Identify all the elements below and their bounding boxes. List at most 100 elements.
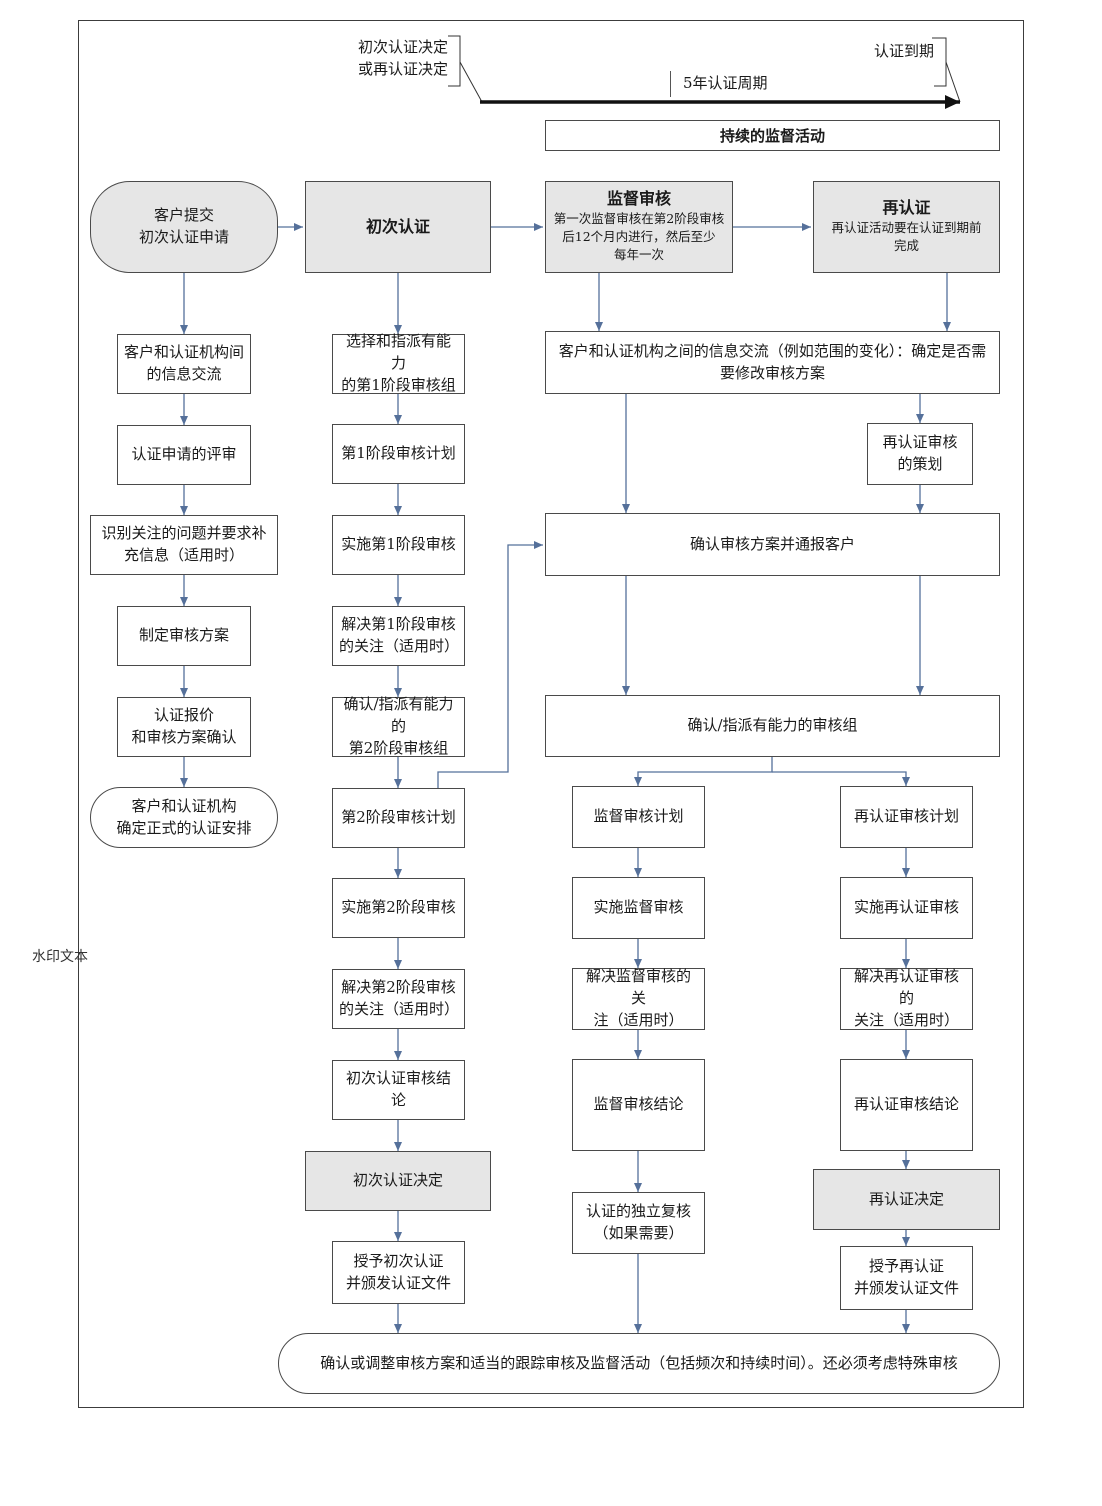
recert-planning: 再认证审核 的策划 xyxy=(867,423,973,485)
timeline-start-line-1: 初次认证决定 xyxy=(358,38,449,56)
diagram-frame xyxy=(78,20,1024,1408)
timeline-group xyxy=(448,35,961,109)
customer-submit-application: 客户提交 初次认证申请 xyxy=(90,181,278,273)
recert-grant-line-1: 授予再认证 xyxy=(868,1257,944,1276)
initial-certification-header: 初次认证 xyxy=(305,181,491,273)
surveillance-subtitle-1: 第一次监督审核在第2阶段审核 xyxy=(553,211,725,227)
initial-step-3-line-1: 实施第1阶段审核 xyxy=(341,535,456,554)
connector-lines xyxy=(180,223,951,1333)
customer-step-3-line-2: 充信息（适用时） xyxy=(123,546,244,564)
continuous-activity-bar: 持续的监督活动 xyxy=(545,120,1000,151)
initial-step-2-line-1: 第1阶段审核计划 xyxy=(341,444,456,463)
initial-step-4-line-1: 解决第1阶段审核 xyxy=(341,615,456,634)
formal-certification-arrangement: 客户和认证机构 确定正式的认证安排 xyxy=(90,787,278,848)
initial-step-5: 确认/指派有能力的 第2阶段审核组 xyxy=(332,695,465,757)
initial-step-8-line-2: 的关注（适用时） xyxy=(339,1000,460,1018)
initial-step-5-line-2: 第2阶段审核组 xyxy=(348,738,449,757)
recertification-decision: 再认证决定 xyxy=(813,1169,1000,1230)
initial-certification-decision: 初次认证决定 xyxy=(305,1151,491,1211)
initial-step-1-line-1: 选择和指派有能力 xyxy=(345,332,451,373)
recert-step-2: 实施再认证审核 xyxy=(840,877,973,939)
initial-step-8: 解决第2阶段审核 的关注（适用时） xyxy=(332,969,465,1029)
initial-step-4: 解决第1阶段审核 的关注（适用时） xyxy=(332,606,465,666)
timeline-start-label: 初次认证决定 或再认证决定 xyxy=(358,37,448,81)
establish-audit-program: 制定审核方案 xyxy=(117,606,251,666)
initial-step-9: 初次认证审核结论 xyxy=(332,1060,465,1120)
customer-info-exchange: 客户和认证机构间 的信息交流 xyxy=(117,334,251,394)
initial-step-4-line-2: 的关注（适用时） xyxy=(339,637,460,655)
customer-end-line-1: 客户和认证机构 xyxy=(131,796,237,815)
recert-planning-line-2: 的策划 xyxy=(897,455,943,473)
recert-decision-text: 再认证决定 xyxy=(868,1189,944,1208)
shared-info-line-2: 要修改审核方案 xyxy=(719,363,825,382)
surveillance-step-1: 监督审核计划 xyxy=(572,786,705,848)
timeline-end-slant xyxy=(945,61,961,103)
surveillance-step-2: 实施监督审核 xyxy=(572,877,705,939)
customer-step-1-line-2: 的信息交流 xyxy=(146,365,222,383)
surveillance-step-5: 认证的独立复核 （如果需要） xyxy=(572,1192,705,1254)
initial-step-7-line-1: 实施第2阶段审核 xyxy=(341,898,456,917)
assign-team-text: 确认/指派有能力的审核组 xyxy=(687,716,858,735)
timeline-end-label: 认证到期 xyxy=(874,42,935,60)
timeline-start-slant xyxy=(459,61,483,103)
confirm-program-text: 确认审核方案并通报客户 xyxy=(689,534,855,553)
customer-submit-line-2: 初次认证申请 xyxy=(138,228,229,246)
customer-step-4-line-1: 制定审核方案 xyxy=(138,626,229,645)
confirm-or-adjust-program: 确认或调整审核方案和适当的跟踪审核及监督活动（包括频次和持续时间）。还必须考虑特… xyxy=(278,1333,1000,1394)
surveillance-audit-header: 监督审核 第一次监督审核在第2阶段审核 后12个月内进行，然后至少 每年一次 xyxy=(545,181,733,273)
recert-planning-line-1: 再认证审核 xyxy=(882,433,958,452)
recert-step-2-line-1: 实施再认证审核 xyxy=(853,898,959,917)
initial-step-8-line-1: 解决第2阶段审核 xyxy=(341,978,456,997)
cycle-label: 5年认证周期 xyxy=(670,71,780,97)
customer-end-line-2: 确定正式的认证安排 xyxy=(116,818,252,837)
timeline-start-line-2: 或再认证决定 xyxy=(358,59,449,78)
shared-info-line-1: 客户和认证机构之间的信息交流（例如范围的变化）：确定是否需 xyxy=(558,341,987,360)
grant-initial-certification: 授予初次认证 并颁发认证文件 xyxy=(332,1241,465,1304)
watermark-text: 水印文本 xyxy=(32,949,88,965)
initial-certification-title: 初次认证 xyxy=(365,216,430,236)
initial-step-3: 实施第1阶段审核 xyxy=(332,515,465,575)
surveillance-subtitle-2: 后12个月内进行，然后至少 xyxy=(562,229,716,245)
recert-step-3: 解决再认证审核的 关注（适用时） xyxy=(840,967,973,1030)
surveillance-step-4-line-1: 监督审核结论 xyxy=(593,1095,684,1114)
assign-audit-team: 确认/指派有能力的审核组 xyxy=(545,695,1000,757)
recert-subtitle-1: 再认证活动要在认证到期前 xyxy=(831,220,982,236)
initial-decision-text: 初次认证决定 xyxy=(352,1171,443,1190)
initial-step-9-line-1: 初次认证审核结论 xyxy=(345,1069,451,1109)
quotation-and-program-confirm: 认证报价 和审核方案确认 xyxy=(117,697,251,757)
customer-step-5-line-2: 和审核方案确认 xyxy=(131,728,237,746)
customer-step-1-line-1: 客户和认证机构间 xyxy=(124,343,245,362)
grant-recertification: 授予再认证 并颁发认证文件 xyxy=(840,1246,973,1310)
surveillance-step-3: 解决监督审核的关 注（适用时） xyxy=(572,967,705,1030)
recert-grant-line-2: 并颁发认证文件 xyxy=(853,1279,959,1297)
application-review: 认证申请的评审 xyxy=(117,425,251,485)
surveillance-step-1-line-1: 监督审核计划 xyxy=(593,807,684,826)
recert-subtitle-2: 完成 xyxy=(893,238,919,254)
initial-step-1: 选择和指派有能力 的第1阶段审核组 xyxy=(332,332,465,394)
initial-step-6: 第2阶段审核计划 xyxy=(332,788,465,848)
surveillance-step-3-line-2: 注（适用时） xyxy=(593,1010,684,1029)
customer-step-5-line-1: 认证报价 xyxy=(153,706,214,725)
surveillance-step-2-line-1: 实施监督审核 xyxy=(593,898,684,917)
surveillance-title: 监督审核 xyxy=(606,189,671,209)
recert-step-4: 再认证审核结论 xyxy=(840,1059,973,1151)
identify-concerns: 识别关注的问题并要求补 充信息（适用时） xyxy=(90,515,278,575)
customer-submit-line-1: 客户提交 xyxy=(153,206,214,225)
initial-grant-line-2: 并颁发认证文件 xyxy=(345,1273,451,1292)
customer-step-2-line-1: 认证申请的评审 xyxy=(131,445,237,464)
initial-step-7: 实施第2阶段审核 xyxy=(332,878,465,938)
surveillance-step-3-line-1: 解决监督审核的关 xyxy=(585,967,691,1008)
initial-step-6-line-1: 第2阶段审核计划 xyxy=(341,808,456,827)
recert-step-1-line-1: 再认证审核计划 xyxy=(853,807,959,826)
recert-step-3-line-2: 关注（适用时） xyxy=(853,1010,959,1029)
final-text: 确认或调整审核方案和适当的跟踪审核及监督活动（包括频次和持续时间）。还必须考虑特… xyxy=(320,1353,958,1372)
recertification-header: 再认证 再认证活动要在认证到期前 完成 xyxy=(813,181,1000,273)
surveillance-step-5-line-1: 认证的独立复核 xyxy=(585,1202,691,1221)
initial-grant-line-1: 授予初次认证 xyxy=(353,1251,444,1270)
timeline-start-bracket xyxy=(448,35,461,87)
surveillance-step-4: 监督审核结论 xyxy=(572,1059,705,1151)
surveillance-subtitle-3: 每年一次 xyxy=(613,247,664,263)
recert-step-4-line-1: 再认证审核结论 xyxy=(853,1095,959,1114)
recert-step-1: 再认证审核计划 xyxy=(840,786,973,848)
